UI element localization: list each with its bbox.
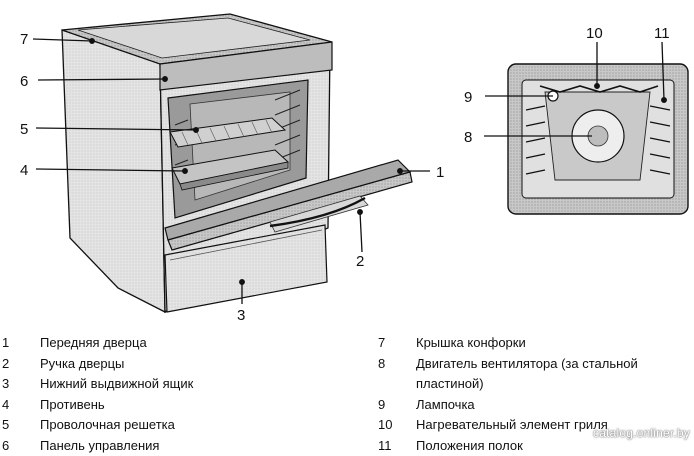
callout-8: 8 <box>464 129 472 146</box>
callout-9: 9 <box>464 89 472 106</box>
callout-5: 5 <box>20 121 28 138</box>
callout-2: 2 <box>356 253 364 270</box>
legend-row-continuation: пластиной) <box>378 374 638 395</box>
callout-3: 3 <box>237 307 245 324</box>
callout-4: 4 <box>20 162 28 179</box>
callout-6: 6 <box>20 73 28 90</box>
callout-11: 11 <box>654 25 670 42</box>
watermark: catalog.onliner.by <box>593 426 690 440</box>
callout-7: 7 <box>20 31 28 48</box>
cooker-diagram: 7 6 5 4 1 2 3 9 8 10 11 <box>0 0 694 330</box>
callout-1: 1 <box>436 164 444 181</box>
callout-10: 10 <box>586 25 603 42</box>
